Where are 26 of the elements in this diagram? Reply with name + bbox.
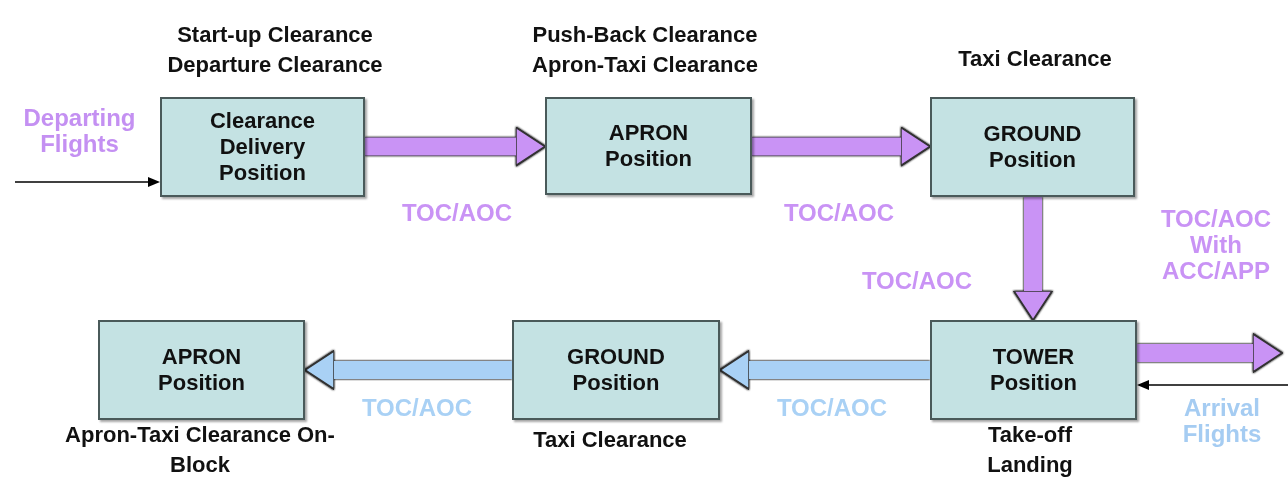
clearance-caption: Apron-Taxi Clearance On-Block	[64, 421, 336, 479]
position-box	[545, 97, 752, 195]
position-box	[930, 320, 1137, 420]
box-label: Clearance Delivery Position	[208, 108, 317, 186]
box-label: APRON Position	[157, 344, 246, 396]
block-arrow	[1137, 333, 1283, 373]
position-box	[512, 320, 720, 420]
clearance-caption: Taxi Clearance	[532, 426, 688, 454]
arrow	[14, 177, 160, 187]
block-arrow	[752, 126, 931, 167]
box-label: GROUND Position	[566, 344, 666, 396]
clearance-caption: Taxi Clearance	[957, 45, 1113, 73]
position-box	[98, 320, 305, 420]
position-box	[160, 97, 365, 197]
clearance-caption: Take-off Landing	[986, 421, 1074, 479]
block-arrow	[1013, 197, 1053, 321]
clearance-caption: Push-Back Clearance Apron-Taxi Clearance	[531, 21, 759, 79]
arrow	[1137, 380, 1288, 390]
box-label: GROUND Position	[982, 121, 1083, 173]
block-arrow	[365, 126, 546, 167]
block-arrow	[719, 350, 930, 390]
clearance-caption: Start-up Clearance Departure Clearance	[166, 21, 384, 79]
box-label: APRON Position	[604, 120, 693, 172]
position-box	[930, 97, 1135, 197]
block-arrow	[304, 350, 512, 390]
box-label: TOWER Position	[989, 344, 1078, 396]
